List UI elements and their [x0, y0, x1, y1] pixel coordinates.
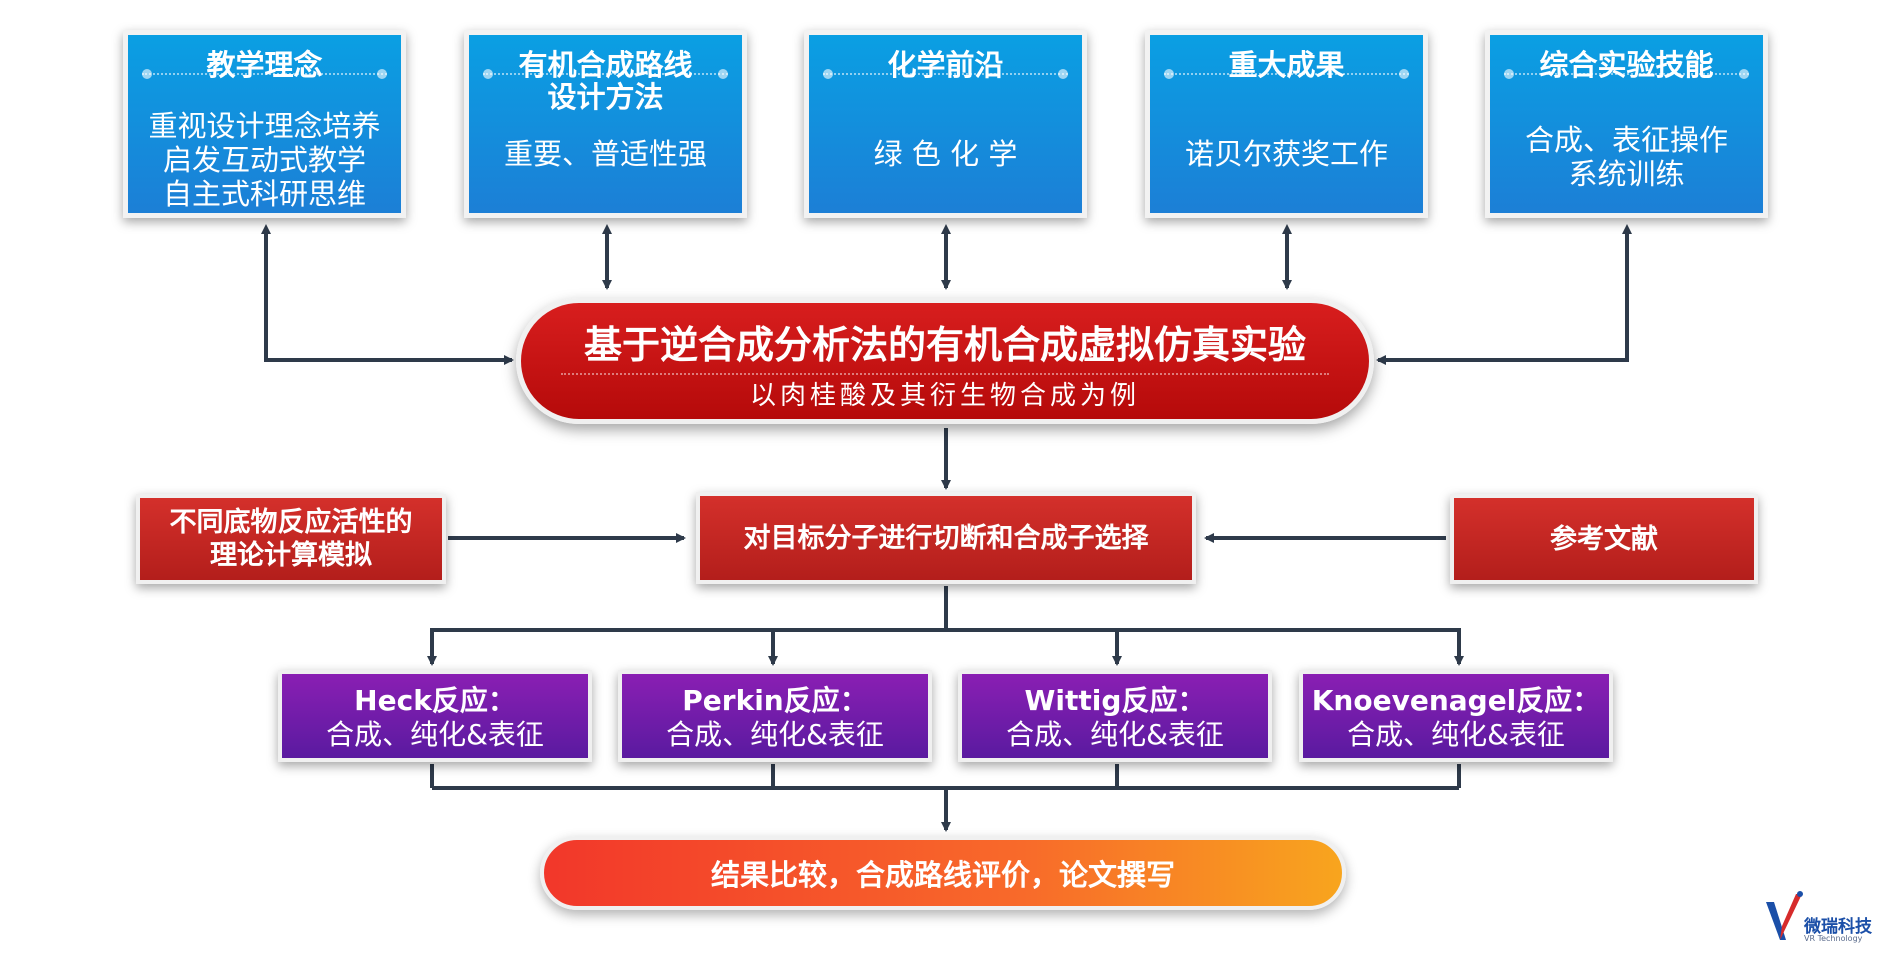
dotted-divider [1164, 69, 1409, 79]
box-title: 教学理念 [206, 48, 323, 82]
box-body: 合成、表征操作 系统训练 [1524, 123, 1728, 191]
dotted-divider [1504, 69, 1749, 79]
box-title-line2: 设计方法 [547, 80, 664, 114]
reaction-subtitle: 合成、纯化&表征 [1347, 718, 1565, 751]
box-references: 参考文献 [1450, 494, 1758, 584]
connector-skills-main [1376, 224, 1632, 365]
main-experiment-pill: 基于逆合成分析法的有机合成虚拟仿真实验 以肉桂酸及其衍生物合成为例 [516, 298, 1374, 424]
dotted-divider [483, 69, 728, 79]
box-major-achievements: 重大成果 诺贝尔获奖工作 [1145, 30, 1428, 218]
main-title: 基于逆合成分析法的有机合成虚拟仿真实验 [583, 323, 1306, 367]
box-title: 化学前沿 [887, 48, 1004, 82]
box-teaching-philosophy: 教学理念 重视设计理念培养 启发互动式教学 自主式科研思维 [123, 30, 406, 218]
connector-center-split [432, 586, 1459, 632]
logo-name: 微瑞科技 [1804, 917, 1872, 937]
box-disconnection-synthon: 对目标分子进行切断和合成子选择 [696, 492, 1196, 584]
reaction-title: Knoevenagel反应： [1311, 684, 1601, 717]
box-heck-reaction: Heck反应： 合成、纯化&表征 [278, 670, 592, 762]
dotted-divider [823, 69, 1068, 79]
dotted-divider [142, 69, 387, 79]
box-title-line1: 有机合成路线 [518, 48, 693, 82]
reaction-subtitle: 合成、纯化&表征 [666, 718, 884, 751]
main-subtitle: 以肉桂酸及其衍生物合成为例 [749, 381, 1140, 411]
connector-philosophy-main [261, 224, 514, 365]
box-body: 诺贝尔获奖工作 [1184, 137, 1388, 171]
reaction-title: Perkin反应： [682, 684, 868, 717]
result-pill: 结果比较，合成路线评价，论文撰写 [540, 836, 1346, 910]
logo-v-icon [1766, 891, 1803, 940]
logo-tagline: VR Technology [1804, 934, 1863, 943]
box-knoevenagel-reaction: Knoevenagel反应： 合成、纯化&表征 [1299, 670, 1613, 762]
box-wittig-reaction: Wittig反应： 合成、纯化&表征 [958, 670, 1272, 762]
dotted-divider [561, 373, 1329, 375]
box-title: 重大成果 [1228, 48, 1345, 82]
box-theoretical-calculation: 不同底物反应活性的 理论计算模拟 [136, 494, 446, 584]
reaction-title: Wittig反应： [1024, 684, 1206, 717]
box-lab-skills: 综合实验技能 合成、表征操作 系统训练 [1485, 30, 1768, 218]
connector-reactions-merge [430, 764, 1461, 790]
box-synthesis-route-method: 有机合成路线 设计方法 重要、普适性强 [464, 30, 747, 218]
box-chemistry-frontier: 化学前沿 绿 色 化 学 [804, 30, 1087, 218]
box-body: 重要、普适性强 [503, 137, 707, 171]
reaction-title: Heck反应： [354, 684, 516, 717]
company-logo: 微瑞科技 VR Technology [1762, 888, 1880, 956]
box-title: 综合实验技能 [1539, 48, 1714, 82]
box-body: 重视设计理念培养 启发互动式教学 自主式科研思维 [148, 109, 381, 211]
reaction-subtitle: 合成、纯化&表征 [1006, 718, 1224, 751]
reaction-subtitle: 合成、纯化&表征 [326, 718, 544, 751]
box-body: 绿 色 化 学 [873, 137, 1018, 171]
box-perkin-reaction: Perkin反应： 合成、纯化&表征 [618, 670, 932, 762]
